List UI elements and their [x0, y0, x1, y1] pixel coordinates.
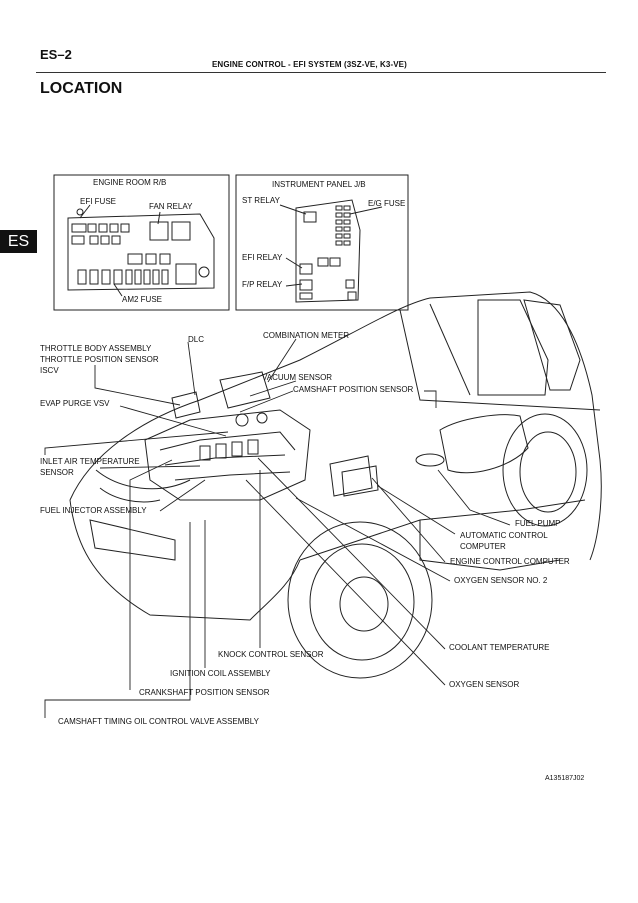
- front-bumper: [69, 499, 301, 621]
- inlet-air-sensor-label: SENSOR: [40, 468, 74, 477]
- camshaft-timing-valve-label: CAMSHAFT TIMING OIL CONTROL VALVE ASSEMB…: [58, 717, 259, 726]
- knock-control-sensor-label: KNOCK CONTROL SENSOR: [218, 650, 324, 659]
- am2-fuse-label: AM2 FUSE: [122, 295, 163, 304]
- throttle-body-label: THROTTLE BODY ASSEMBLY: [40, 344, 152, 353]
- eg-fuse-label: E/G FUSE: [368, 199, 406, 208]
- page-number: ES–2: [40, 47, 72, 62]
- crankshaft-position-sensor-label: CRANKSHAFT POSITION SENSOR: [139, 688, 270, 697]
- front-wheel: [287, 521, 433, 679]
- license-plate-area: [89, 519, 176, 561]
- iscv-label: ISCV: [40, 366, 59, 375]
- figure-id: A135187J02: [545, 775, 585, 782]
- dlc-label: DLC: [188, 335, 205, 344]
- vacuum-sensor-unit: [219, 371, 271, 409]
- instrument-panel-box-title: INSTRUMENT PANEL J/B: [272, 180, 366, 189]
- instrument-panel-jb-block: [295, 199, 361, 303]
- engine-control-computer-unit: [329, 455, 373, 497]
- rear-quarter-window: [523, 299, 581, 391]
- fp-relay-label: F/P RELAY: [242, 280, 283, 289]
- combination-meter-label: COMBINATION METER: [263, 331, 350, 340]
- rear-wheel: [502, 413, 588, 527]
- throttle-body-unit: [171, 391, 201, 419]
- page-title: LOCATION: [40, 80, 123, 97]
- throttle-position-sensor-label: THROTTLE POSITION SENSOR: [40, 355, 159, 364]
- fuel-tank: [439, 414, 529, 474]
- efi-relay-label: EFI RELAY: [242, 253, 283, 262]
- engine-block: [144, 409, 311, 501]
- camshaft-position-sensor-label: CAMSHAFT POSITION SENSOR: [293, 385, 414, 394]
- st-relay-label: ST RELAY: [242, 196, 280, 205]
- engine-room-relay-block: [67, 213, 215, 291]
- efi-fuse-label: EFI FUSE: [80, 197, 117, 206]
- fuel-pump-label: FUEL PUMP: [515, 519, 561, 528]
- vacuum-sensor-label: VACUUM SENSOR: [262, 373, 333, 382]
- section-tab: ES: [0, 230, 37, 253]
- engine-control-computer-label: ENGINE CONTROL COMPUTER: [450, 557, 570, 566]
- automatic-control-computer-label: COMPUTER: [460, 542, 506, 551]
- header-rule: [36, 72, 606, 73]
- inlet-air-temperature-label: INLET AIR TEMPERATURE: [40, 457, 140, 466]
- engine-room-box-frame: [53, 174, 230, 311]
- fan-relay-label: FAN RELAY: [149, 202, 193, 211]
- instrument-panel-box-frame: [235, 174, 409, 311]
- oxygen-sensor-no2-label: OXYGEN SENSOR NO. 2: [454, 576, 548, 585]
- vehicle-roofline: [69, 291, 602, 561]
- evap-purge-vsv-label: EVAP PURGE VSV: [40, 399, 110, 408]
- engine-room-box-title: ENGINE ROOM R/B: [93, 178, 167, 187]
- coolant-temperature-label: COOLANT TEMPERATURE: [449, 643, 550, 652]
- ignition-coil-label: IGNITION COIL ASSEMBLY: [170, 669, 271, 678]
- fuel-injector-label: FUEL INJECTOR ASSEMBLY: [40, 506, 147, 515]
- oxygen-sensor-label: OXYGEN SENSOR: [449, 680, 520, 689]
- section-header: ENGINE CONTROL - EFI SYSTEM (3SZ-VE, K3-…: [212, 60, 407, 69]
- automatic-control-label: AUTOMATIC CONTROL: [460, 531, 548, 540]
